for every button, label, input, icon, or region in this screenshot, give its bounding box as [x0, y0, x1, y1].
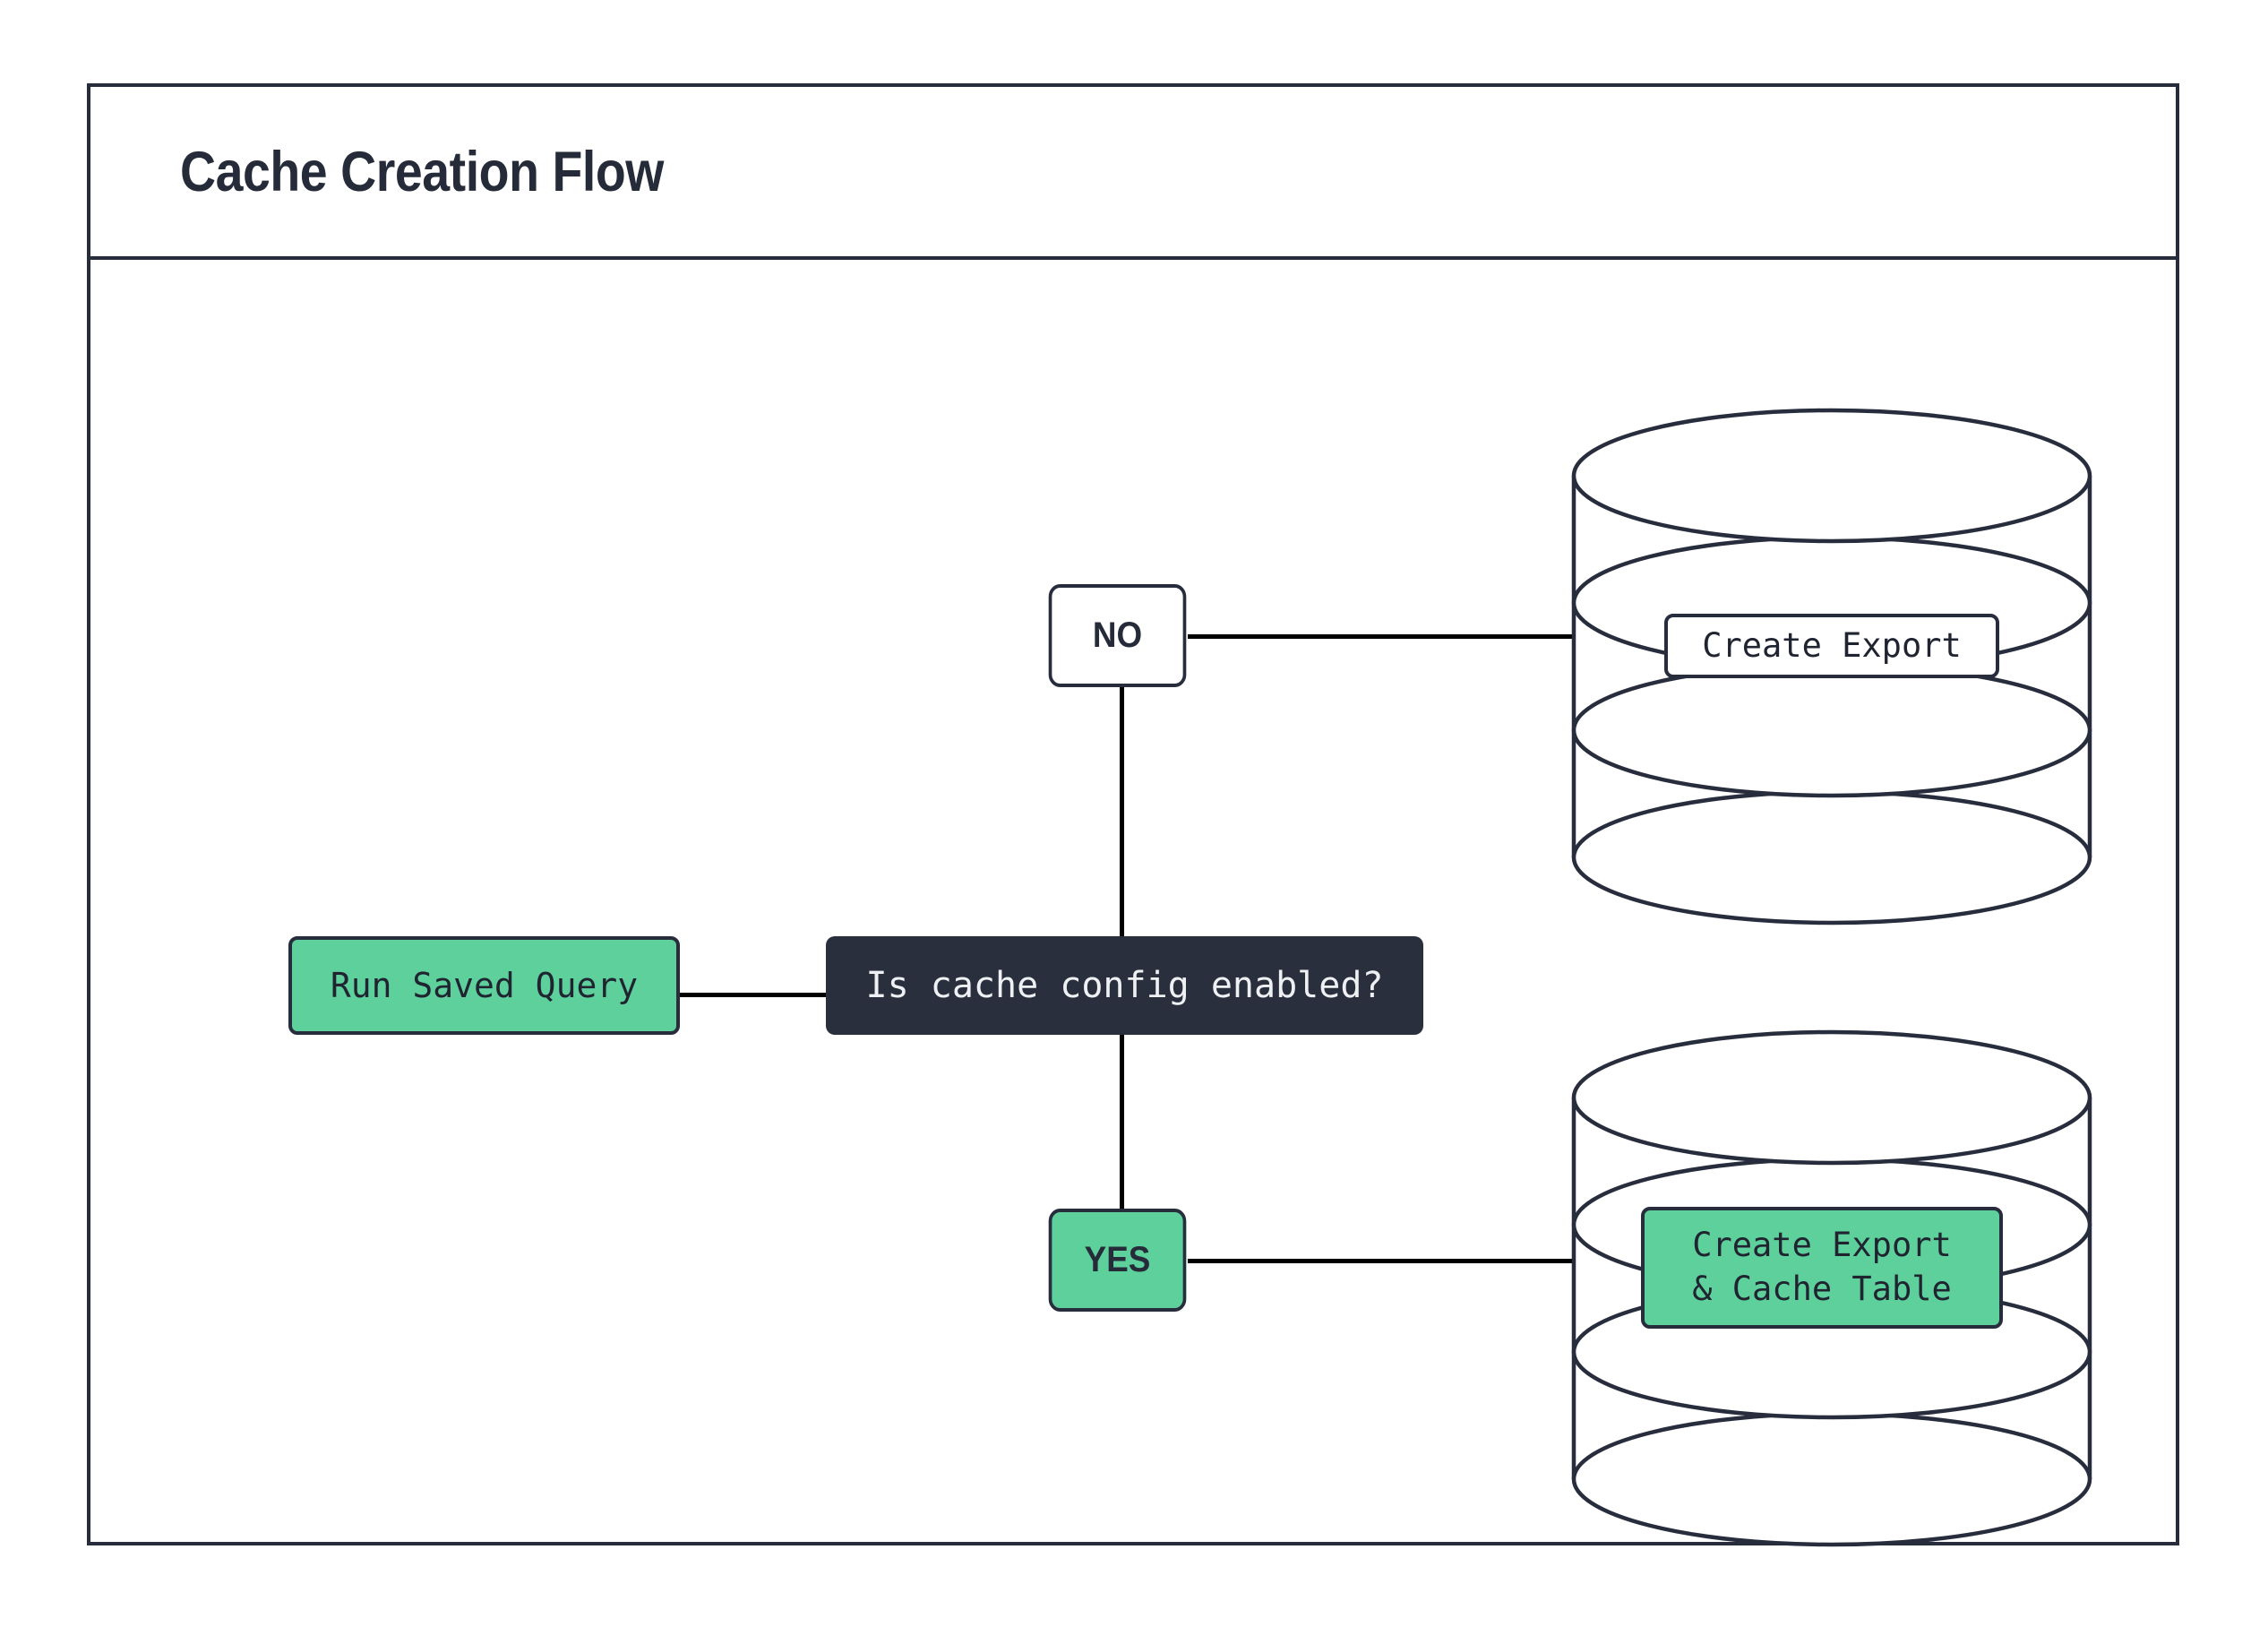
edge-decision-to-yes [1120, 1035, 1124, 1261]
branch-label-no[interactable]: NO [1048, 584, 1187, 687]
database-cylinder-bottom-label-line2: & Cache Table [1692, 1270, 1952, 1308]
node-run-saved-query[interactable]: Run Saved Query [288, 936, 680, 1035]
database-cylinder-top-label: Create Export [1664, 614, 1999, 678]
database-cylinder-bottom[interactable]: Create Export & Cache Table [1571, 1029, 2092, 1547]
database-cylinder-top-label-line1: Create Export [1702, 625, 1962, 665]
branch-label-yes[interactable]: YES [1048, 1209, 1187, 1312]
diagram-canvas: Run Saved Query Is cache config enabled?… [90, 260, 2176, 1547]
node-run-saved-query-label: Run Saved Query [330, 966, 639, 1005]
database-cylinder-top[interactable]: Create Export [1571, 408, 2092, 925]
database-cylinder-bottom-label-line1: Create Export [1692, 1226, 1952, 1265]
database-cylinder-bottom-label: Create Export & Cache Table [1641, 1207, 2003, 1329]
branch-label-yes-text: YES [1084, 1240, 1151, 1279]
node-decision-cache-config[interactable]: Is cache config enabled? [826, 936, 1423, 1035]
diagram-frame: Cache Creation Flow Run Saved Query Is c… [87, 83, 2179, 1547]
page-title: Cache Creation Flow [180, 140, 664, 203]
edge-run-saved-query-to-decision [677, 993, 915, 997]
diagram-header: Cache Creation Flow [90, 87, 2176, 260]
branch-label-no-text: NO [1092, 616, 1143, 655]
edge-yes-to-db-bottom [1188, 1259, 1573, 1263]
edge-no-to-db-top [1188, 634, 1573, 639]
node-decision-label: Is cache config enabled? [865, 965, 1384, 1006]
edge-decision-to-no [1120, 636, 1124, 994]
